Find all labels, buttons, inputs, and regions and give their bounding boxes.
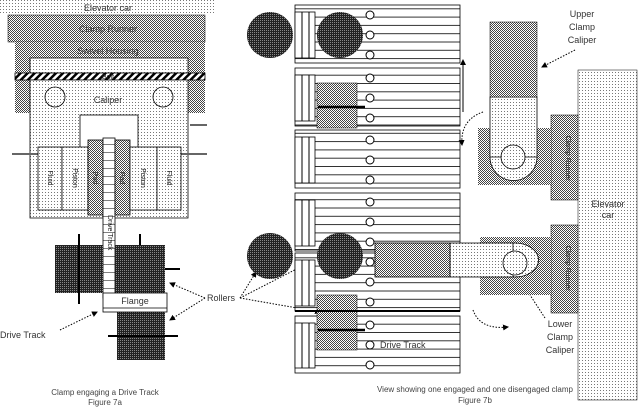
track-panel: [294, 192, 461, 252]
swivel-inner: [29, 57, 189, 74]
rollers-label: Rollers: [207, 293, 236, 303]
roller: [247, 233, 293, 279]
elevator-car-b: [577, 69, 638, 401]
leader-line: [529, 294, 546, 319]
roller: [317, 233, 363, 279]
clamp-runner: [7, 14, 206, 43]
flange: [102, 292, 168, 313]
figure-7b: Drive Track Elevator car Clamp Runner Up…: [247, 4, 638, 405]
pad-left-label: Pad: [91, 172, 98, 185]
drive-track-vertical-label: Drive Track: [106, 215, 113, 251]
figure-7a-number: Figure 7a: [88, 398, 122, 407]
upper-caliper-label: Caliper: [568, 35, 597, 45]
track-panel: [294, 129, 461, 189]
figure-7a: Elevator car Clamp Runner Swivel Housing…: [0, 0, 215, 407]
flange-label: Flange: [121, 296, 149, 306]
elevator-car-label-b: Elevator: [591, 199, 624, 209]
clamp-runner-lower-label: Clamp Runner: [564, 245, 571, 291]
piston-right: [129, 146, 158, 211]
elevator-car-label-b: car: [602, 210, 615, 220]
bolt-label: Bolt: [102, 74, 114, 81]
pivot-upper: [500, 144, 526, 170]
elevator-car-label: Elevator car: [84, 3, 132, 13]
flange-section: [316, 82, 358, 129]
clamp-runner-label: Clamp Runner: [79, 24, 137, 34]
roller: [247, 12, 293, 58]
lower-caliper-label: Lower: [548, 319, 573, 329]
clamp-runner-upper: [550, 114, 579, 201]
lower-clamp-caliper: [374, 242, 451, 278]
caliper-pin: [44, 86, 66, 108]
swivel-housing-label: Swivel Housing: [77, 46, 139, 56]
fluid-right-label: Fluid: [165, 170, 172, 185]
leader-line: [541, 49, 576, 68]
caliper-label: Caliper: [94, 95, 123, 105]
elevator-car: [0, 0, 215, 15]
rotate-arrow-lower: [472, 309, 509, 331]
upper-caliper-label: Clamp: [569, 22, 595, 32]
clamp-runner-lower: [550, 224, 579, 314]
pivot-lower: [502, 250, 528, 276]
figure-7a-caption: Clamp engaging a Drive Track: [51, 388, 160, 397]
upper-clamp-caliper: [489, 21, 538, 98]
lower-caliper-label: Clamp: [547, 332, 573, 342]
piston-right-label: Piston: [139, 168, 146, 188]
flange-section: [316, 294, 358, 351]
caliper-pin: [152, 86, 174, 108]
upper-caliper-label: Upper: [570, 9, 595, 19]
pad-right-label: Pad: [118, 172, 125, 185]
fluid-left-label: Fluid: [46, 170, 53, 185]
lower-caliper-label: Caliper: [546, 345, 575, 355]
leader-line: [59, 311, 98, 331]
fluid-right: [156, 146, 182, 211]
piston-left-label: Piston: [71, 168, 78, 188]
roller: [317, 12, 363, 58]
roller-right: [115, 245, 165, 293]
clamp-runner-upper-label: Clamp Runner: [564, 135, 571, 181]
drive-track-label-b: Drive Track: [380, 340, 426, 350]
drive-track-label: Drive Track: [0, 330, 46, 340]
rotate-arrow-upper: [458, 111, 484, 146]
figure-7b-caption: View showing one engaged and one disenga…: [377, 385, 574, 394]
figure-7b-number: Figure 7b: [458, 396, 492, 405]
